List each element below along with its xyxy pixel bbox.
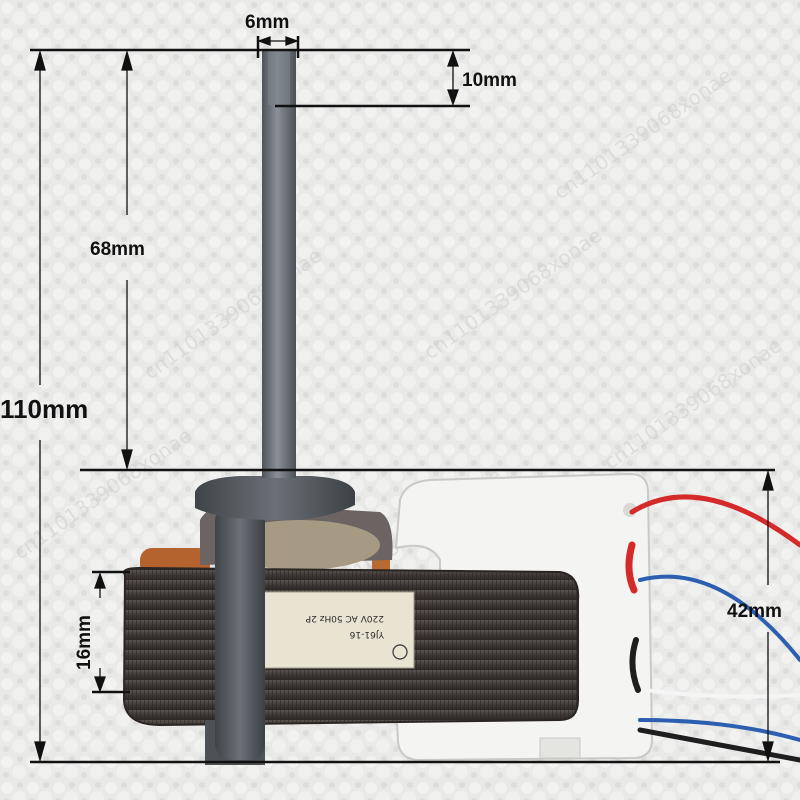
dim-label-core-height: 16mm: [74, 615, 95, 670]
lead-wires: [625, 494, 800, 763]
shaft-flat: [268, 50, 290, 105]
dim-label-shaft-width: 6mm: [245, 12, 289, 33]
dimension-arrows: [34, 36, 774, 763]
mounting-post: [215, 505, 265, 760]
motor-label-sticker: YJ61-16 220V AC 50Hz 2P: [253, 591, 415, 669]
label-model: YJ61-16: [349, 629, 385, 639]
motor-shaft: [262, 50, 296, 478]
dim-label-total-height: 110mm: [0, 394, 88, 424]
label-spec: 220V AC 50Hz 2P: [305, 613, 384, 623]
dim-label-bracket-height: 42mm: [727, 601, 782, 622]
dim-label-shaft-length: 68mm: [90, 239, 145, 260]
dimension-lines: [30, 36, 780, 764]
dim-label-flat-length: 10mm: [462, 70, 517, 91]
shaft-hub: [195, 476, 355, 521]
